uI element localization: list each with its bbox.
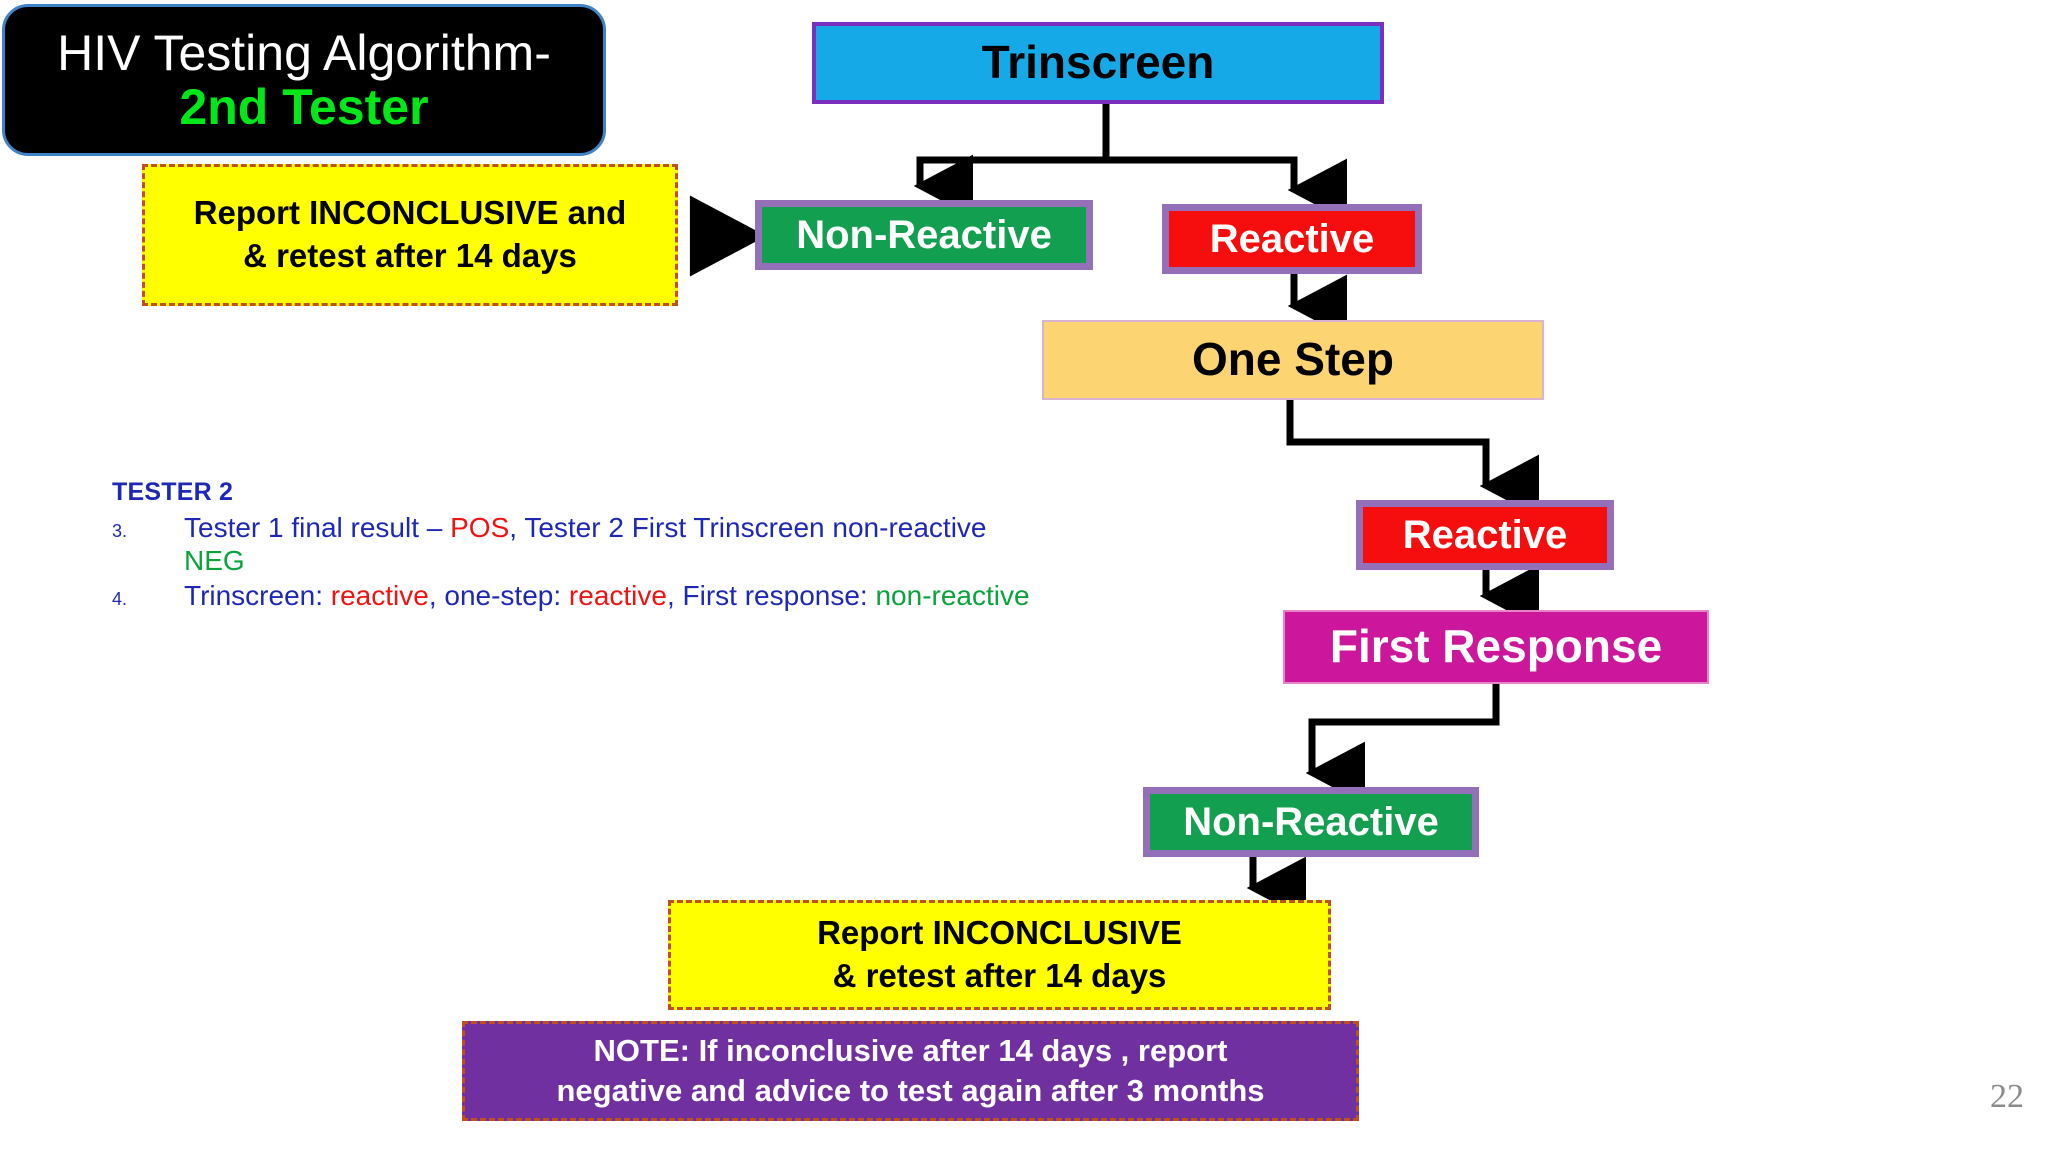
- node-non-reactive-first-response[interactable]: Non-Reactive: [1143, 787, 1479, 857]
- slide-title-line-1: HIV Testing Algorithm-: [57, 25, 551, 81]
- tester-item-text: Trinscreen: reactive, one-step: reactive…: [184, 579, 1030, 612]
- report-bottom-line-1: Report INCONCLUSIVE: [817, 914, 1182, 952]
- tester-text-span: NEG: [184, 545, 245, 577]
- note-line-2: negative and advice to test again after …: [556, 1073, 1265, 1108]
- report-left-line-1: Report INCONCLUSIVE and: [193, 194, 627, 232]
- tester-text-span: , Tester 2 First Trinscreen non-reactive: [509, 512, 987, 543]
- tester-text-span: Trinscreen:: [184, 580, 331, 612]
- report-inconclusive-bottom[interactable]: Report INCONCLUSIVE & retest after 14 da…: [668, 900, 1331, 1010]
- node-first-response[interactable]: First Response: [1283, 610, 1709, 684]
- slide-title-line-2: 2nd Tester: [179, 79, 429, 135]
- node-one-step[interactable]: One Step: [1042, 320, 1544, 400]
- note-line-1: NOTE: If inconclusive after 14 days , re…: [593, 1032, 1228, 1068]
- node-reactive-trinscreen[interactable]: Reactive: [1162, 204, 1422, 274]
- tester-item-number: 3.: [112, 521, 128, 541]
- node-non-reactive-trinscreen[interactable]: Non-Reactive: [755, 200, 1093, 270]
- tester-text-span: , First response:: [666, 580, 876, 612]
- tester-text-span: , one-step:: [428, 580, 569, 612]
- node-trinscreen[interactable]: Trinscreen: [812, 22, 1384, 104]
- report-left-line-2: & retest after 14 days: [243, 237, 577, 274]
- tester-list-item: 3. Tester 1 final result – POS, Tester 2 …: [112, 511, 1032, 577]
- tester-text-span: Tester 1 final result –: [184, 512, 451, 543]
- connector-trinscreen-reactive: [1106, 156, 1348, 222]
- connector-onestep-reactive2: [1286, 400, 1540, 518]
- node-reactive-one-step[interactable]: Reactive: [1356, 500, 1614, 570]
- tester-item-number: 4.: [112, 589, 128, 610]
- tester-text-span: reactive: [330, 580, 429, 612]
- report-bottom-line-2: & retest after 14 days: [832, 957, 1167, 994]
- tester-text-span: non-reactive: [875, 580, 1030, 612]
- page-number: 22: [1990, 1078, 2024, 1115]
- note-box[interactable]: NOTE: If inconclusive after 14 days , re…: [462, 1021, 1359, 1121]
- slide-title-box: HIV Testing Algorithm- 2nd Tester: [2, 4, 606, 156]
- tester-heading: TESTER 2: [112, 478, 234, 506]
- tester-text-span: POS: [450, 512, 510, 543]
- connector-firstresponse-nonreactive: [1305, 684, 1500, 805]
- tester-list-item: 4. Trinscreen: reactive, one-step: reacti…: [112, 579, 1032, 612]
- tester-item-text: Tester 1 final result – POS, Tester 2 Fi…: [184, 511, 1032, 577]
- tester-item-list: 3. Tester 1 final result – POS, Tester 2 …: [112, 511, 1032, 612]
- tester-text-span: reactive: [568, 580, 667, 612]
- report-inconclusive-left[interactable]: Report INCONCLUSIVE and & retest after 1…: [142, 164, 678, 306]
- tester-notes: TESTER 2 3.Tester 1 final result – POS, …: [112, 478, 1032, 614]
- connector-trinscreen-split: [913, 104, 1110, 218]
